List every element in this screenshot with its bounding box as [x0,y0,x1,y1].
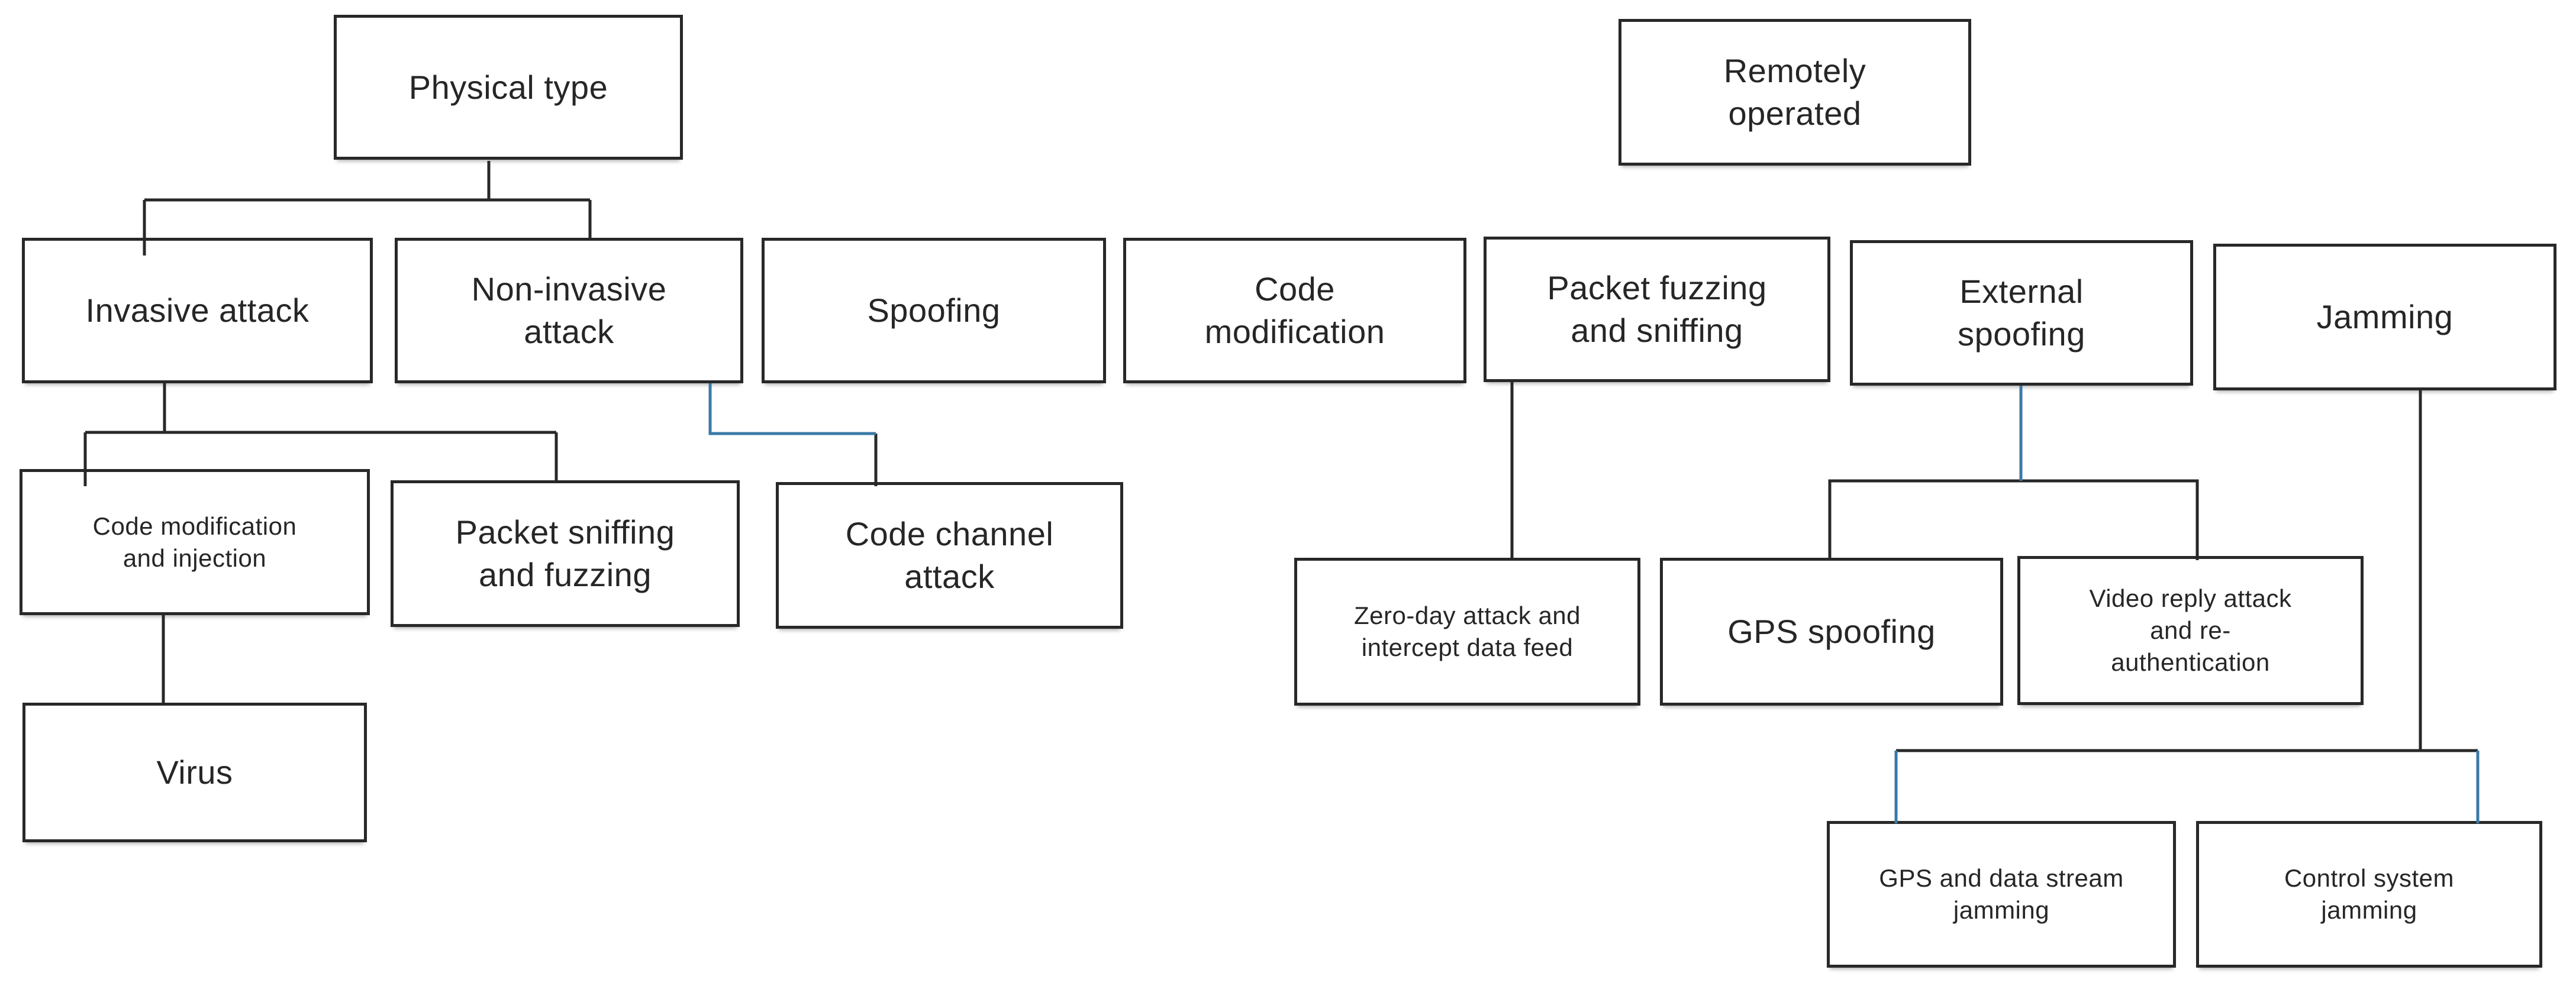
node-invasive-attack-label: Invasive attack [85,292,309,329]
node-spoofing-label: Spoofing [867,292,1001,329]
node-packet-fuzzing-and-sniffing: Packet fuzzing and sniffing [1484,237,1830,382]
node-external-spoofing-label: External spoofing [1958,273,2085,353]
node-code-modification-and-injection: Code modification and injection [20,469,370,615]
node-code-channel-attack: Code channel attack [776,482,1123,629]
connector-non-invasive-elbow-blue [708,383,876,435]
node-video-reply-attack-and-re-authentication: Video reply attack and re-authentication [2017,556,2364,705]
connector-jamming-drops-blue [1894,751,2480,823]
node-video-reply-label: Video reply attack and re-authentication [2089,584,2292,676]
connector-external-spoofing-branch [1828,479,2199,560]
node-zero-day-label: Zero-day attack and intercept data feed [1353,602,1581,661]
node-physical-type: Physical type [334,15,683,160]
node-control-system-jamming: Control system jamming [2196,821,2542,968]
node-invasive-attack: Invasive attack [22,238,373,383]
node-code-channel-attack-label: Code channel attack [845,515,1054,595]
node-non-invasive-attack-label: Non-invasive attack [471,270,667,350]
node-packet-fuzzing-and-sniffing-label: Packet fuzzing and sniffing [1547,269,1767,349]
node-gps-spoofing: GPS spoofing [1660,558,2003,706]
node-control-system-jamming-label: Control system jamming [2284,864,2455,924]
node-spoofing: Spoofing [762,238,1106,383]
node-code-modification-label: Code modification [1204,270,1385,350]
node-code-modification: Code modification [1123,238,1466,383]
node-code-modification-and-injection-label: Code modification and injection [92,512,297,572]
node-physical-type-label: Physical type [408,68,608,106]
node-remotely-operated-label: Remotely operated [1723,52,1866,132]
node-virus-label: Virus [156,754,233,791]
node-gps-and-data-stream-jamming: GPS and data stream jamming [1827,821,2176,968]
node-gps-and-data-stream-jamming-label: GPS and data stream jamming [1879,864,2124,924]
node-gps-spoofing-label: GPS spoofing [1727,613,1936,651]
node-remotely-operated: Remotely operated [1619,19,1971,166]
node-non-invasive-attack: Non-invasive attack [395,238,743,383]
node-zero-day-attack-and-intercept-data-feed: Zero-day attack and intercept data feed [1294,558,1640,706]
node-packet-sniffing-and-fuzzing: Packet sniffing and fuzzing [391,480,740,627]
node-jamming: Jamming [2213,244,2556,390]
node-virus: Virus [22,703,367,842]
node-external-spoofing: External spoofing [1850,240,2193,386]
node-packet-sniffing-and-fuzzing-label: Packet sniffing and fuzzing [455,513,675,593]
node-jamming-label: Jamming [2316,298,2454,336]
